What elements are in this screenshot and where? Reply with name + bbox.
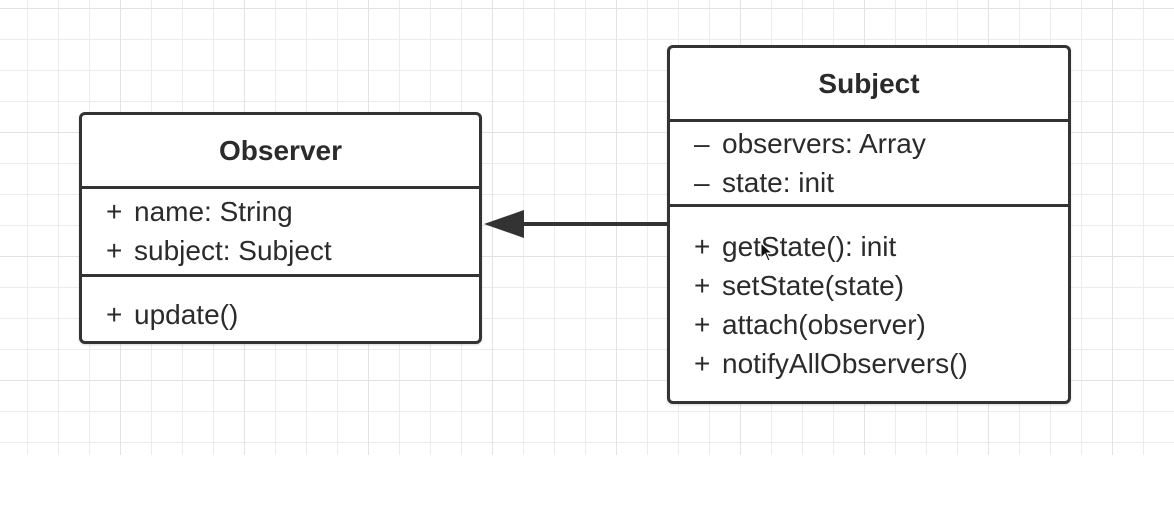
subject-class-name: Subject: [670, 48, 1068, 122]
method-text: update(): [134, 298, 239, 330]
subject-method: + attach(observer): [694, 305, 1068, 344]
observer-attribute: + name: String: [106, 192, 479, 231]
arrowhead-icon: [484, 210, 524, 238]
subject-attributes: – observers: Array – state: init: [670, 122, 1068, 207]
method-text: getState(): init: [722, 230, 897, 262]
visibility-marker: +: [106, 195, 123, 227]
mouse-cursor-icon: [760, 242, 774, 262]
observer-method: + update(): [106, 295, 479, 334]
subject-method: + notifyAllObservers(): [694, 344, 1068, 383]
subject-attribute: – state: init: [694, 163, 1068, 202]
attribute-text: observers: Array: [722, 127, 926, 159]
subject-class[interactable]: Subject – observers: Array – state: init…: [667, 45, 1071, 404]
method-text: attach(observer): [722, 308, 926, 340]
method-text: notifyAllObservers(): [722, 347, 968, 379]
subject-attribute: – observers: Array: [694, 124, 1068, 163]
visibility-marker: +: [106, 298, 123, 330]
visibility-marker: +: [694, 269, 711, 301]
subject-methods: + getState(): init + setState(state) + a…: [670, 207, 1068, 383]
observer-methods: + update(): [82, 277, 479, 334]
subject-method: + getState(): init: [694, 227, 1068, 266]
attribute-text: state: init: [722, 166, 835, 198]
observer-class[interactable]: Observer + name: String + subject: Subje…: [79, 112, 482, 344]
method-text: setState(state): [722, 269, 905, 301]
attribute-text: name: String: [134, 195, 293, 227]
observer-attributes: + name: String + subject: Subject: [82, 189, 479, 277]
visibility-marker: +: [106, 234, 123, 266]
visibility-marker: –: [694, 166, 710, 198]
attribute-text: subject: Subject: [134, 234, 332, 266]
visibility-marker: +: [694, 308, 711, 340]
observer-class-name: Observer: [82, 115, 479, 189]
visibility-marker: –: [694, 127, 710, 159]
visibility-marker: +: [694, 347, 711, 379]
visibility-marker: +: [694, 230, 711, 262]
observer-attribute: + subject: Subject: [106, 231, 479, 270]
subject-method: + setState(state): [694, 266, 1068, 305]
